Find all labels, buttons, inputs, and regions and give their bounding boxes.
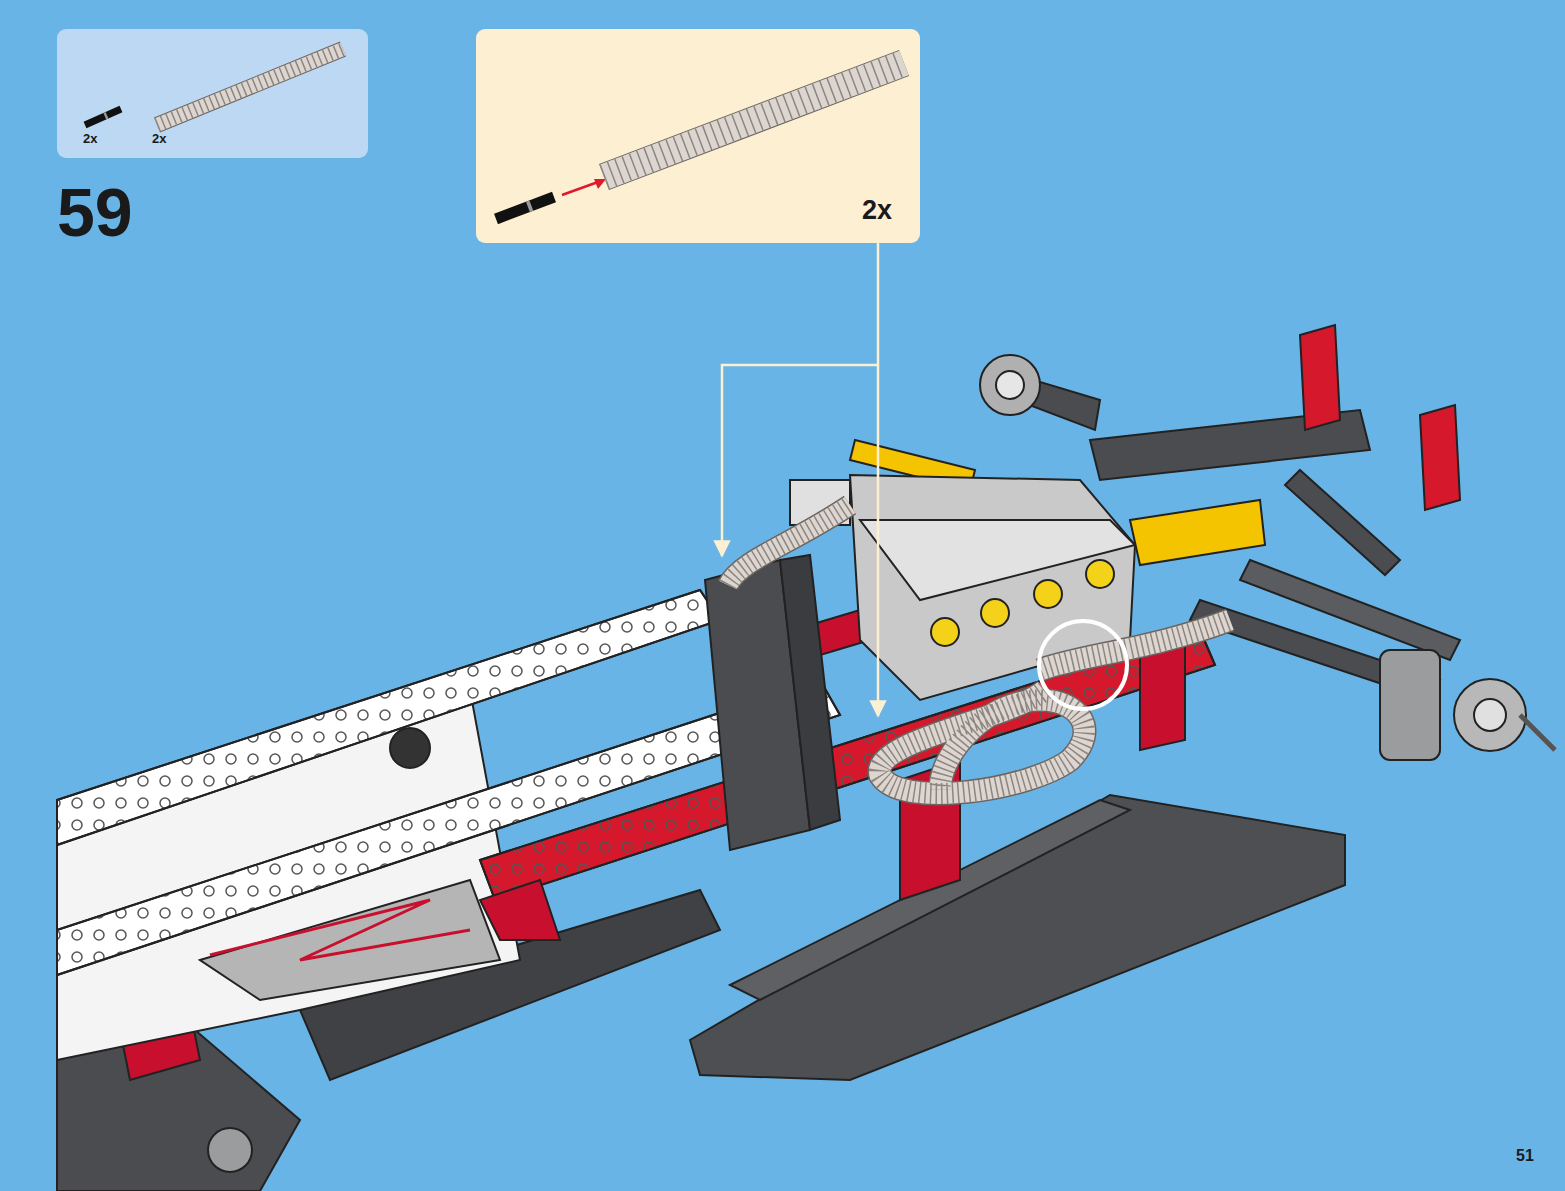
quantity-label: 2x: [83, 132, 97, 145]
step-number: 59: [57, 178, 133, 246]
quantity-label: 2x: [862, 197, 892, 224]
part-icons: [57, 29, 368, 158]
leader-lines: [722, 243, 878, 716]
page-number: 51: [1516, 1148, 1534, 1164]
quantity-label: 2x: [152, 132, 166, 145]
highlight-circle: [1039, 621, 1127, 709]
bulkhead: [705, 555, 840, 850]
parts-list-panel: 2x 2x: [57, 29, 368, 158]
engine-block: [790, 475, 1265, 700]
sub-assembly-callout: 2x: [476, 29, 920, 243]
part-icons: [476, 29, 920, 243]
exhaust-hoses: [728, 505, 1230, 794]
